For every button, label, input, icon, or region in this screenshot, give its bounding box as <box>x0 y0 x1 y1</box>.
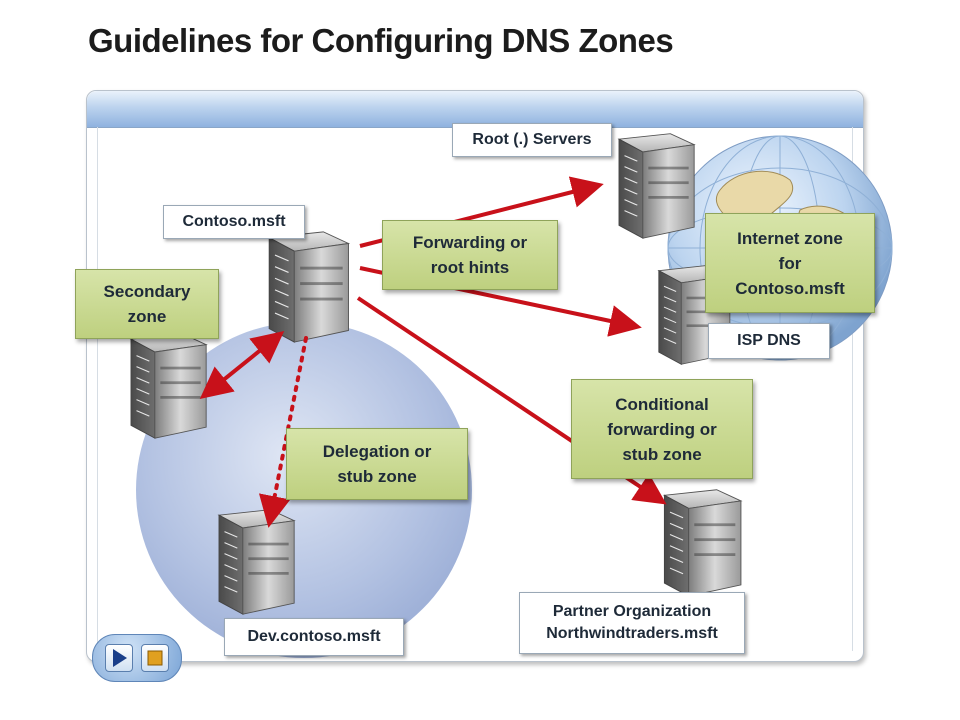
conditional-forwarding-note: Conditional forwarding or stub zone <box>571 379 753 479</box>
secondary-zone-note: Secondary zone <box>75 269 219 339</box>
play-button[interactable] <box>105 644 133 672</box>
server-icon <box>663 489 742 597</box>
play-icon <box>113 649 127 667</box>
server-icon <box>268 231 350 343</box>
panel-body <box>97 127 853 651</box>
internet-zone-note: Internet zone for Contoso.msft <box>705 213 875 313</box>
server-icon <box>218 509 295 615</box>
partner-label: Partner Organization Northwindtraders.ms… <box>519 592 745 654</box>
panel-header-bar <box>87 91 863 128</box>
arrow-secondary-zone <box>199 330 285 400</box>
stop-icon <box>147 650 163 666</box>
server-icon <box>130 333 207 439</box>
forwarding-note: Forwarding or root hints <box>382 220 558 290</box>
contoso-label: Contoso.msft <box>163 205 305 239</box>
stop-button[interactable] <box>141 644 169 672</box>
isp-dns-label: ISP DNS <box>708 323 830 359</box>
slide-nav-control <box>92 634 182 682</box>
root-servers-label: Root (.) Servers <box>452 123 612 157</box>
delegation-note: Delegation or stub zone <box>286 428 468 500</box>
page-title: Guidelines for Configuring DNS Zones <box>88 22 674 59</box>
server-icon <box>618 133 695 239</box>
dev-contoso-label: Dev.contoso.msft <box>224 618 404 656</box>
